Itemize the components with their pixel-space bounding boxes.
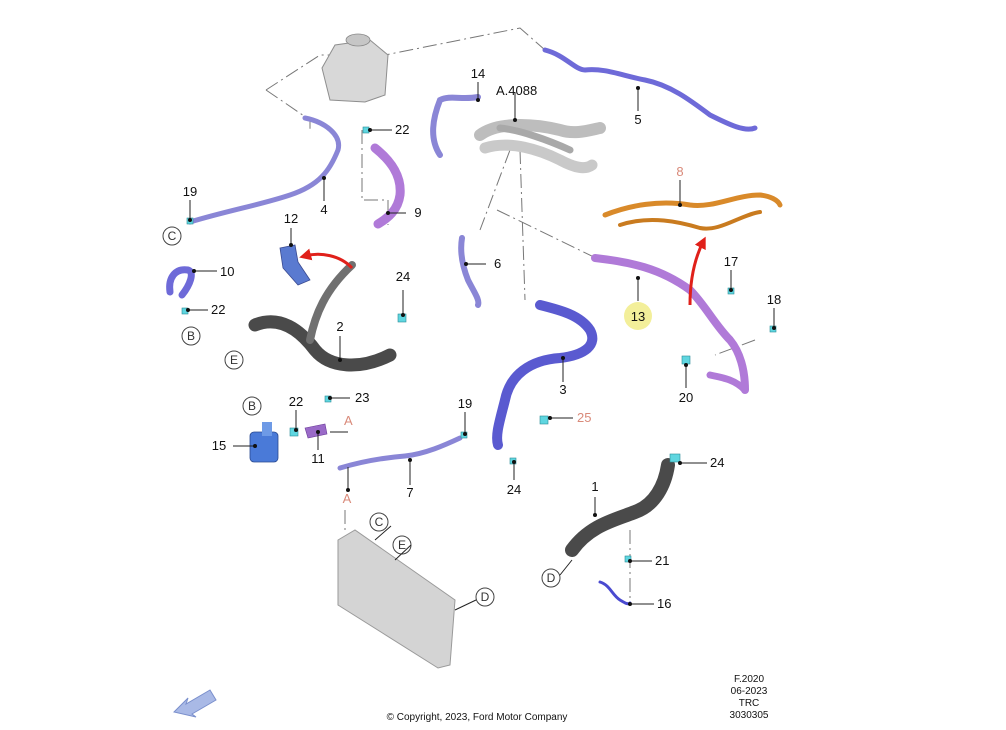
red-arrow-right [688, 236, 706, 306]
label-part-17: 17 [724, 254, 738, 269]
bracket-part-12 [279, 244, 311, 286]
label-part-2: 2 [336, 319, 343, 334]
label-part-18: 18 [767, 292, 781, 307]
label-part-8: 8 [676, 164, 683, 179]
label-part-1: 1 [591, 479, 598, 494]
hose-part-10 [166, 266, 195, 299]
hose-part-2 [248, 315, 397, 372]
hose-assembly-a4088 [474, 119, 606, 174]
label-part-21: 21 [655, 553, 669, 568]
label-part-25: 25 [577, 410, 591, 425]
hose-part-6 [458, 235, 482, 308]
label-a4088: A.4088 [496, 83, 537, 98]
hose-part-16 [598, 580, 632, 606]
label-part-20: 20 [679, 390, 693, 405]
red-arrow-upper [299, 248, 354, 270]
hose-part-3 [492, 300, 598, 450]
hose-part-7 [337, 435, 463, 471]
hose-part-4 [187, 115, 342, 225]
hose-part-20 [706, 371, 749, 394]
label-part-7: 7 [406, 485, 413, 500]
label-part-6: 6 [494, 256, 501, 271]
radiator [337, 529, 456, 669]
connection-refs: C B E B C E D D [162, 226, 573, 611]
drawing-code-line-2: 06-2023 [731, 686, 768, 697]
hose-part-13 [591, 254, 749, 394]
back-arrow-icon[interactable] [173, 689, 217, 718]
label-part-16: 16 [657, 596, 671, 611]
drawing-code-line-4: 3030305 [730, 710, 769, 721]
label-part-24-right: 24 [710, 455, 724, 470]
hose-part-9 [370, 143, 405, 229]
ref-d-radiator: D [481, 590, 490, 604]
label-part-10: 10 [220, 264, 234, 279]
copyright-text: © Copyright, 2023, Ford Motor Company [387, 712, 568, 723]
ref-b-housing: B [248, 399, 256, 413]
label-part-22-lower: 22 [289, 394, 303, 409]
label-ref-a-lower: A [343, 491, 352, 506]
label-part-9: 9 [414, 205, 421, 220]
ref-c-radiator: C [375, 515, 384, 529]
part-11 [304, 423, 328, 439]
label-ref-a-right: A [344, 413, 353, 428]
hose-part-5 [542, 47, 758, 132]
label-part-11: 11 [311, 451, 325, 466]
highlight-part-13 [624, 302, 652, 330]
label-part-3: 3 [559, 382, 566, 397]
label-part-4: 4 [320, 202, 327, 217]
label-part-15: 15 [212, 438, 226, 453]
label-part-24-clip: 24 [396, 269, 410, 284]
label-part-23: 23 [355, 390, 369, 405]
label-part-5: 5 [634, 112, 641, 127]
label-part-22-upper: 22 [395, 122, 409, 137]
clips [181, 126, 777, 563]
ref-e-left: E [230, 353, 238, 367]
label-part-12: 12 [284, 211, 298, 226]
hose-part-14 [430, 94, 481, 158]
part-number-labels: 1 2 3 4 5 6 7 8 9 10 11 12 13 14 15 16 1… [183, 66, 781, 611]
ref-e-radiator: E [398, 538, 406, 552]
housing-part-15 [249, 422, 279, 463]
hose-part-2-branch [306, 261, 356, 344]
label-part-24-lower: 24 [507, 482, 521, 497]
hose-part-1 [565, 458, 675, 557]
label-part-19-lower: 19 [458, 396, 472, 411]
drawing-code-line-1: F.2020 [734, 674, 764, 685]
label-part-19-upper: 19 [183, 184, 197, 199]
assembly-lines [265, 27, 756, 600]
harness-part-8 [602, 192, 783, 231]
drawing-code-block: F.2020 06-2023 TRC 3030305 [730, 674, 769, 721]
label-part-13: 13 [631, 309, 645, 324]
ref-c-left: C [168, 229, 177, 243]
coolant-expansion-tank [321, 33, 389, 103]
ref-b-left: B [187, 329, 195, 343]
ref-d-hose: D [547, 571, 556, 585]
label-part-22-left: 22 [211, 302, 225, 317]
label-part-14: 14 [471, 66, 485, 81]
leader-lines [186, 82, 776, 606]
drawing-code-line-3: TRC [739, 698, 760, 709]
